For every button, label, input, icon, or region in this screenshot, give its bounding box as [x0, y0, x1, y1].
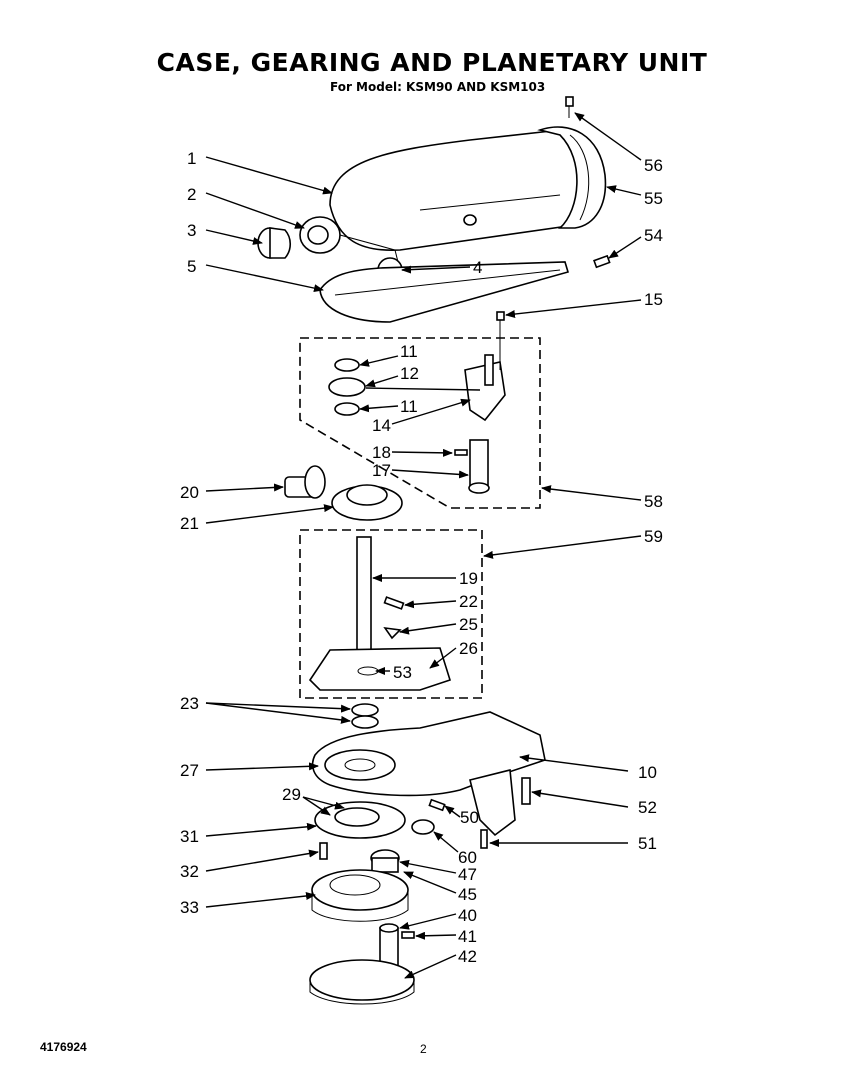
- callout-1: 1: [187, 149, 196, 168]
- ring-gear: [314, 801, 406, 839]
- trim-screw: [593, 254, 611, 269]
- callout-2: 2: [187, 185, 196, 204]
- callout-59: 59: [644, 527, 663, 546]
- callout-41: 41: [458, 927, 477, 946]
- callout-23: 23: [180, 694, 199, 713]
- rear-cover: [537, 126, 607, 229]
- planetary-cover: [309, 959, 415, 1005]
- callout-19: 19: [459, 569, 478, 588]
- hinge-pin: [521, 777, 531, 805]
- callout-27: 27: [180, 761, 199, 780]
- attachment-hub: [299, 216, 341, 254]
- callout-60: 60: [458, 848, 477, 867]
- callout-56: 56: [644, 156, 663, 175]
- page-title: CASE, GEARING AND PLANETARY UNIT: [156, 48, 708, 77]
- callout-11b: 11: [400, 397, 418, 416]
- trim-band: [319, 261, 570, 323]
- callout-26: 26: [459, 639, 478, 658]
- callout-50: 50: [460, 808, 479, 827]
- callout-17: 17: [372, 461, 391, 480]
- cover-screw: [565, 96, 574, 118]
- callout-14: 14: [372, 416, 391, 435]
- callout-51: 51: [638, 834, 657, 853]
- callout-20: 20: [180, 483, 199, 502]
- callout-40: 40: [458, 906, 477, 925]
- callout-52: 52: [638, 798, 657, 817]
- model-subtitle: For Model: KSM90 AND KSM103: [330, 80, 546, 94]
- callout-54: 54: [644, 226, 663, 245]
- locking-screw: [480, 829, 488, 849]
- page-number: 2: [420, 1042, 427, 1056]
- hub-knob: [257, 227, 292, 259]
- leader-lines: [205, 112, 642, 979]
- document-number: 4176924: [40, 1040, 87, 1054]
- callout-18: 18: [372, 443, 391, 462]
- thrust-washers: [351, 703, 379, 729]
- beater-pin: [401, 931, 415, 939]
- worm-shaft: [284, 465, 326, 499]
- planetary-assembly: [311, 869, 409, 922]
- gear-screw: [319, 842, 328, 860]
- callout-22: 22: [459, 592, 478, 611]
- motor-housing-case: [329, 129, 594, 271]
- callout-4: 4: [473, 258, 482, 277]
- callout-32: 32: [180, 862, 199, 881]
- callout-45: 45: [458, 885, 477, 904]
- callout-47: 47: [458, 865, 477, 884]
- planetary-pinion-gear: [370, 849, 400, 873]
- callout-31: 31: [180, 827, 199, 846]
- gear-case-screw: [496, 311, 505, 370]
- housing-screw: [428, 798, 446, 812]
- planetary-shaft-group-59: [308, 536, 451, 691]
- callout-15: 15: [644, 290, 663, 309]
- callout-10: 10: [638, 763, 657, 782]
- callout-55: 55: [644, 189, 663, 208]
- callout-12: 12: [400, 364, 419, 383]
- gear-housing: [311, 711, 546, 837]
- callout-53: 53: [393, 663, 412, 682]
- callout-25: 25: [459, 615, 478, 634]
- callout-58: 58: [644, 492, 663, 511]
- callout-11a: 11: [400, 342, 418, 361]
- callout-3: 3: [187, 221, 196, 240]
- callout-5: 5: [187, 257, 196, 276]
- callout-21: 21: [180, 514, 199, 533]
- gearing-parts-group-58: [328, 354, 506, 494]
- worm-follower-gear: [331, 484, 403, 521]
- callout-42: 42: [458, 947, 477, 966]
- callout-33: 33: [180, 898, 199, 917]
- seal-ring: [411, 819, 435, 835]
- callout-labels: 1 2 3 5 4 56 55 54 15 11 12 11 14 18 17 …: [180, 149, 663, 966]
- group-59-boundary: [299, 529, 483, 699]
- callout-29: 29: [282, 785, 301, 804]
